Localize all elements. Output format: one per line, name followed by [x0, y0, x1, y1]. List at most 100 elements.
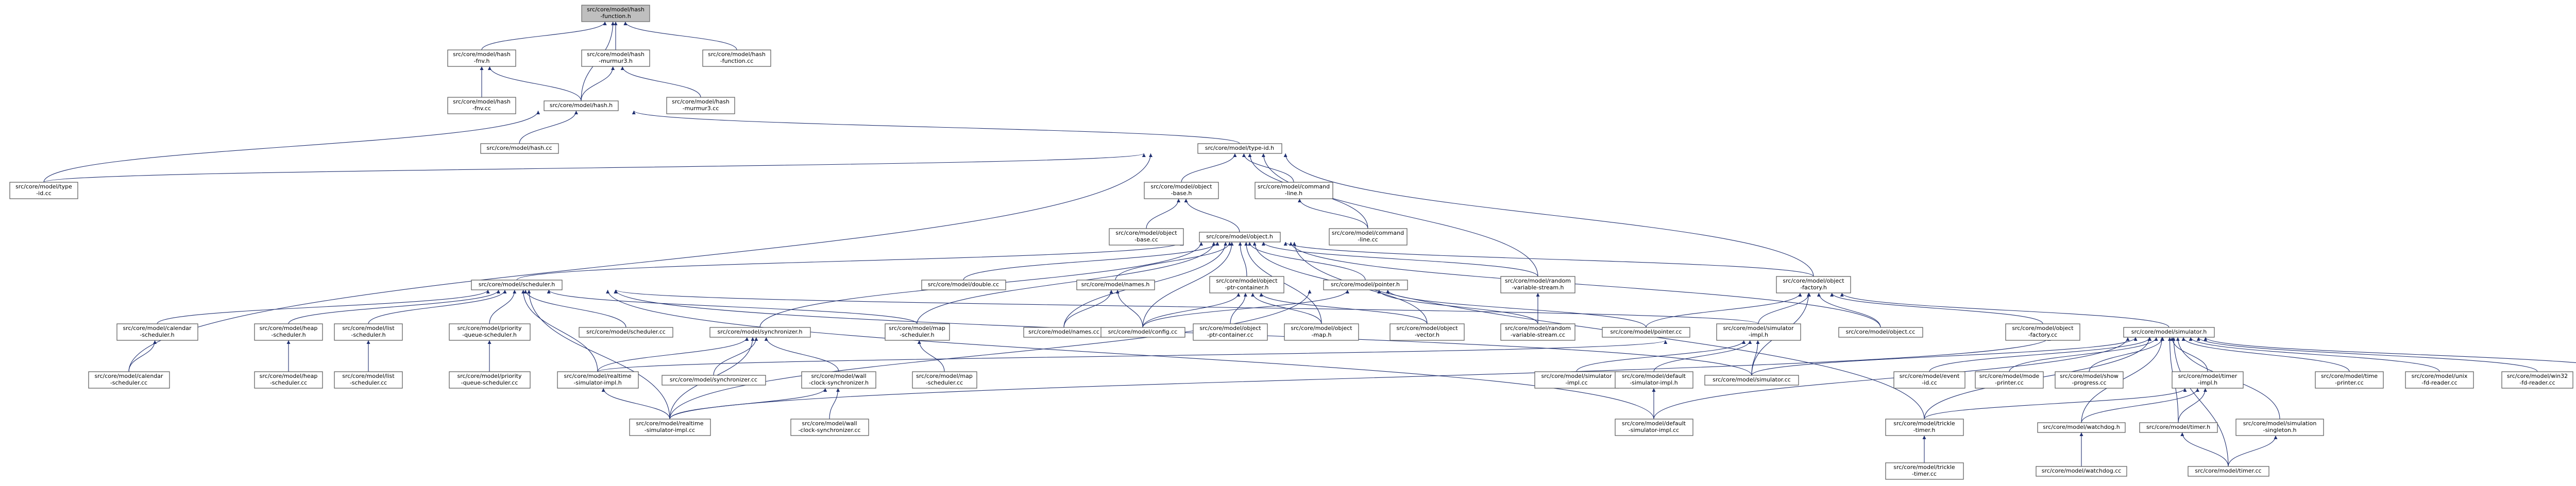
edge-event-id-cc-to-simulator-h	[1929, 337, 2150, 372]
node-label-line: src/core/model/watchdog.h	[2043, 424, 2120, 430]
node-timer-impl-h[interactable]: src/core/model/timer-impl.h	[2172, 371, 2244, 389]
node-label-line: src/core/model/map	[916, 373, 973, 379]
node-box	[1534, 371, 1619, 389]
node-label-line: src/core/model/watchdog.cc	[2042, 467, 2122, 474]
node-wall-clock-h[interactable]: src/core/model/wall-clock-synchronizer.h	[801, 371, 876, 389]
node-map-sched-cc[interactable]: src/core/model/map-scheduler.cc	[912, 371, 977, 389]
node-ns2-fd-cc[interactable]: src/core/model/unix-fd-reader.cc	[2405, 371, 2474, 389]
node-simulator-impl-h[interactable]: src/core/model/simulator-impl.h	[1716, 323, 1801, 341]
node-synchronizer-cc[interactable]: src/core/model/synchronizer.cc	[662, 375, 766, 386]
node-random-var-cc[interactable]: src/core/model/random-variable-stream.cc	[1500, 323, 1575, 341]
edge-calendar-sched-h-to-scheduler-h	[157, 289, 488, 324]
node-object-vector-h[interactable]: src/core/model/object-vector.h	[1389, 323, 1465, 341]
node-list-sched-cc[interactable]: src/core/model/list-scheduler.cc	[334, 371, 403, 389]
node-synchronizer-h[interactable]: src/core/model/synchronizer.h	[709, 327, 811, 338]
node-list-sched-h[interactable]: src/core/model/list-scheduler.h	[334, 323, 403, 341]
edge-arrowhead	[1252, 242, 1257, 246]
node-watchdog-h[interactable]: src/core/model/watchdog.h	[2037, 422, 2126, 433]
node-win32-fd-cc[interactable]: src/core/model/win32-fd-reader.cc	[2501, 371, 2573, 389]
node-wall-clock-cc[interactable]: src/core/model/wall-clock-synchronizer.c…	[790, 419, 869, 436]
edge-trickle-timer-h-to-timer-impl-h	[1924, 388, 2185, 420]
node-hash-h[interactable]: src/core/model/hash.h	[544, 100, 619, 111]
edge-arrowhead	[1177, 199, 1181, 202]
node-map-sched-h[interactable]: src/core/model/map-scheduler.h	[885, 323, 950, 341]
node-mode-printer-cc[interactable]: src/core/model/mode-printer.cc	[1975, 371, 2044, 389]
node-command-line-h[interactable]: src/core/model/command-line.h	[1255, 182, 1333, 199]
edge-config-cc-to-names-h	[1117, 289, 1143, 328]
node-sim-singleton-h[interactable]: src/core/model/simulation-singleton.h	[2235, 419, 2324, 436]
node-watchdog-cc[interactable]: src/core/model/watchdog.cc	[2036, 466, 2127, 477]
node-murmur3-cc[interactable]: src/core/model/hash-murmur3.cc	[666, 97, 735, 114]
node-timer-cc[interactable]: src/core/model/timer.cc	[2188, 466, 2269, 477]
node-ptr-container-cc[interactable]: src/core/model/object-ptr-container.cc	[1193, 323, 1268, 341]
node-ptr-container-h[interactable]: src/core/model/object-ptr-container.h	[1209, 276, 1284, 293]
node-default-impl-h[interactable]: src/core/model/default-simulator-impl.h	[1615, 371, 1693, 389]
node-murmur3-h[interactable]: src/core/model/hash-murmur3.h	[581, 49, 650, 67]
node-names-h[interactable]: src/core/model/names.h	[1076, 280, 1155, 290]
node-fnv-h[interactable]: src/core/model/hash-fnv.h	[447, 49, 516, 67]
node-label-line: src/core/model/realtime	[564, 373, 632, 379]
node-object-base-h[interactable]: src/core/model/object-base.h	[1144, 182, 1219, 199]
node-box	[921, 280, 1006, 290]
edge-type-id-cc-to-hash-h	[43, 110, 539, 183]
node-heap-sched-h[interactable]: src/core/model/heap-scheduler.h	[254, 323, 323, 341]
node-function-cc[interactable]: src/core/model/hash-function.cc	[702, 49, 771, 67]
node-simulator-cc[interactable]: src/core/model/simulator.cc	[1704, 375, 1799, 386]
node-hash-cc[interactable]: src/core/model/hash.cc	[480, 143, 559, 154]
node-fnv-cc[interactable]: src/core/model/hash-fnv.cc	[447, 97, 516, 114]
node-type-id-h[interactable]: src/core/model/type-id.h	[1197, 143, 1282, 154]
node-command-line-cc[interactable]: src/core/model/command-line.cc	[1329, 228, 1408, 246]
node-object-base-cc[interactable]: src/core/model/object-base.cc	[1109, 228, 1184, 246]
node-object-cc[interactable]: src/core/model/object.cc	[1838, 327, 1923, 338]
node-names-cc[interactable]: src/core/model/names.cc	[1023, 327, 1105, 338]
node-label-line: -scheduler.h	[351, 332, 385, 338]
node-calendar-sched-cc[interactable]: src/core/model/calendar-scheduler.cc	[88, 371, 170, 389]
node-pq-sched-cc[interactable]: src/core/model/priority-queue-scheduler.…	[449, 371, 531, 389]
node-label-line: src/core/model/calendar	[123, 325, 192, 332]
node-trickle-timer-cc[interactable]: src/core/model/trickle-timer.cc	[1885, 462, 1964, 480]
node-realtime-impl-h[interactable]: src/core/model/realtime-simulator-impl.h	[557, 371, 639, 389]
node-label-line: -scheduler.cc	[350, 379, 387, 386]
node-label-line: -line.h	[1285, 190, 1302, 197]
node-function-h[interactable]: src/core/model/hash-function.h	[581, 5, 650, 22]
node-type-id-cc[interactable]: src/core/model/type-id.cc	[9, 182, 78, 199]
node-box	[88, 371, 170, 389]
edge-random-var-cc-to-pointer-h	[1379, 289, 1538, 324]
node-pointer-h[interactable]: src/core/model/pointer.h	[1323, 280, 1408, 290]
node-random-var-h[interactable]: src/core/model/random-variable-stream.h	[1500, 276, 1575, 293]
node-calendar-sched-h[interactable]: src/core/model/calendar-scheduler.h	[116, 323, 198, 341]
edge-arrowhead	[2203, 388, 2207, 392]
node-heap-sched-cc[interactable]: src/core/model/heap-scheduler.cc	[254, 371, 323, 389]
node-pq-sched-h[interactable]: src/core/model/priority-queue-scheduler.…	[449, 323, 531, 341]
node-realtime-impl-cc[interactable]: src/core/model/realtime-simulator-impl.c…	[629, 419, 711, 436]
node-simulator-h[interactable]: src/core/model/simulator.h	[2123, 327, 2215, 338]
node-object-h[interactable]: src/core/model/object.h	[1199, 232, 1281, 242]
node-trickle-timer-h[interactable]: src/core/model/trickle-timer.h	[1885, 419, 1964, 436]
node-label-line: src/core/model/timer	[2178, 373, 2238, 379]
node-label-line: -variable-stream.cc	[1511, 332, 1565, 338]
node-default-impl-cc[interactable]: src/core/model/default-simulator-impl.cc	[1615, 419, 1693, 436]
node-object-factory-cc[interactable]: src/core/model/object-factory.cc	[2005, 323, 2080, 341]
node-scheduler-cc[interactable]: src/core/model/scheduler.cc	[579, 327, 673, 338]
node-object-map-h[interactable]: src/core/model/object-map.h	[1284, 323, 1359, 341]
node-timer-h[interactable]: src/core/model/timer.h	[2139, 422, 2218, 433]
node-show-progress-cc[interactable]: src/core/model/show-progress.cc	[2055, 371, 2124, 389]
node-box	[629, 419, 711, 436]
node-box	[1975, 371, 2044, 389]
node-label-line: -fnv.cc	[472, 105, 491, 112]
node-pointer-cc[interactable]: src/core/model/pointer.cc	[1602, 327, 1690, 338]
edge-arrowhead	[523, 290, 528, 293]
edge-function-cc-to-function-h	[625, 21, 737, 50]
edge-pointer-cc-to-pointer-h	[1387, 289, 1647, 328]
node-object-factory-h[interactable]: src/core/model/object-factory.h	[1776, 276, 1851, 293]
node-double-cc[interactable]: src/core/model/double.cc	[921, 280, 1006, 290]
node-config-cc[interactable]: src/core/model/config.cc	[1100, 327, 1185, 338]
node-scheduler-h[interactable]: src/core/model/scheduler.h	[471, 280, 563, 290]
node-simulator-impl-cc[interactable]: src/core/model/simulator-impl.cc	[1534, 371, 1619, 389]
node-label-line: -murmur3.cc	[683, 105, 719, 112]
node-event-id-cc[interactable]: src/core/model/event-id.cc	[1893, 371, 1965, 389]
node-label-line: src/core/model/pointer.cc	[1610, 328, 1682, 335]
edge-arrowhead	[1817, 293, 1821, 297]
node-label-line: -simulator-impl.h	[1630, 379, 1677, 386]
node-time-printer-cc[interactable]: src/core/model/time-printer.cc	[2315, 371, 2384, 389]
